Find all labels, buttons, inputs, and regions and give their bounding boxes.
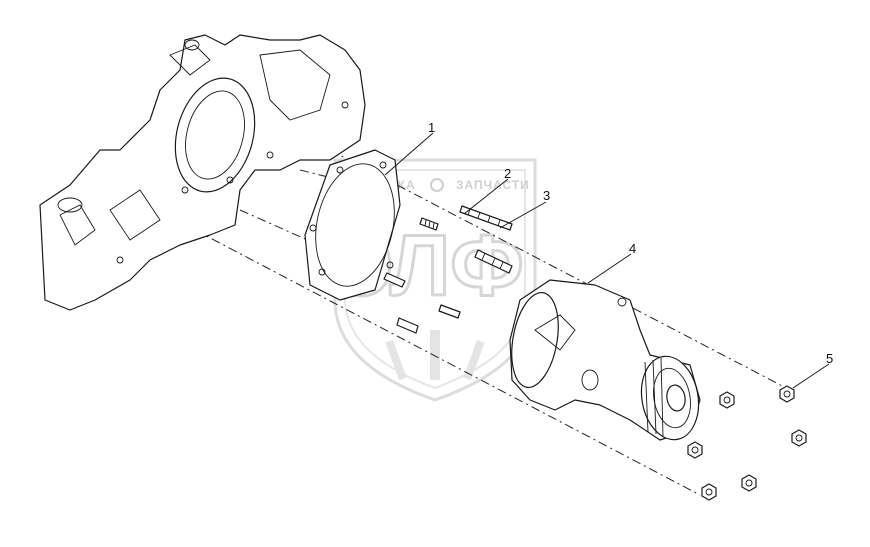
callout-2: 2 xyxy=(504,166,511,181)
watermark-text-right: ЗАПЧАСТИ xyxy=(456,178,530,192)
nut xyxy=(687,441,703,459)
nut xyxy=(741,474,757,492)
gear-housing xyxy=(39,34,366,311)
stud xyxy=(438,304,461,319)
stud xyxy=(383,272,406,288)
callout-1: 1 xyxy=(428,120,435,135)
nut xyxy=(779,385,795,403)
assembly-axes xyxy=(194,149,791,496)
gear-icon xyxy=(430,178,444,192)
stud xyxy=(419,217,439,231)
stud xyxy=(396,317,419,334)
nuts-part-5 xyxy=(687,385,807,501)
nut xyxy=(791,429,807,447)
studs-part-2-3 xyxy=(383,205,513,334)
wheat-icon xyxy=(385,330,485,381)
stud xyxy=(459,205,513,231)
callouts: 1 2 3 4 5 xyxy=(384,120,833,389)
nut xyxy=(719,391,735,409)
gasket-part-1 xyxy=(304,149,401,301)
nut xyxy=(701,483,717,501)
stud xyxy=(474,249,513,274)
water-pump-part-4 xyxy=(509,279,701,441)
callout-5: 5 xyxy=(826,351,833,366)
callout-4: 4 xyxy=(629,241,636,256)
callout-3: 3 xyxy=(543,188,550,203)
